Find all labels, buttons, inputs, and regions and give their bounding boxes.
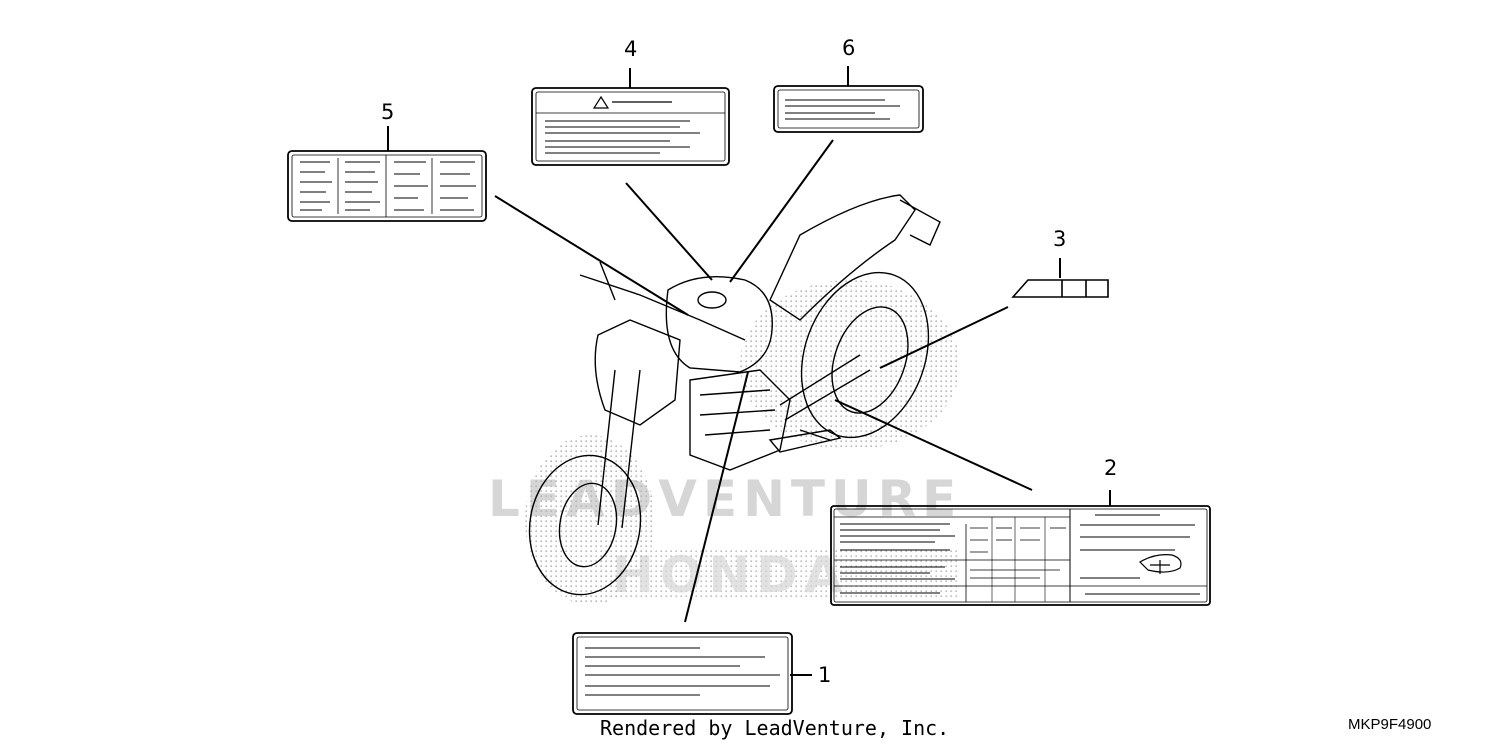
warning-triangle-icon: [592, 95, 610, 109]
callout-numbers: 1 2 3 4 5 6: [381, 36, 1117, 687]
caution-label-5[interactable]: [287, 150, 487, 222]
callout-number-5[interactable]: 5: [381, 100, 394, 124]
callout-number-1[interactable]: 1: [818, 663, 831, 687]
leader-line-2: [834, 399, 1033, 491]
caution-label-4[interactable]: [531, 87, 730, 166]
leader-line-3: [879, 306, 1009, 369]
leader-line-6: [729, 139, 834, 283]
leader-lines: [387, 66, 1111, 676]
motorcycle-illustration: [525, 194, 960, 605]
watermark-bottom: HONDA: [612, 546, 848, 604]
callout-number-4[interactable]: 4: [624, 37, 637, 61]
callout-number-6[interactable]: 6: [842, 36, 855, 60]
diagram-code: MKP9F4900: [1348, 716, 1432, 733]
callout-number-3[interactable]: 3: [1053, 227, 1066, 251]
rendered-by-text: Rendered by LeadVenture, Inc.: [600, 716, 950, 740]
leader-line-5: [494, 195, 689, 316]
callout-number-2[interactable]: 2: [1104, 456, 1117, 480]
caution-label-2[interactable]: [830, 505, 1211, 606]
caution-label-1[interactable]: [572, 632, 793, 715]
caution-label-3[interactable]: [1011, 279, 1109, 298]
caution-label-6[interactable]: [773, 85, 924, 133]
tire-gauge-icon: [1139, 554, 1182, 574]
leader-line-1: [684, 371, 749, 623]
leader-line-4: [625, 182, 713, 281]
